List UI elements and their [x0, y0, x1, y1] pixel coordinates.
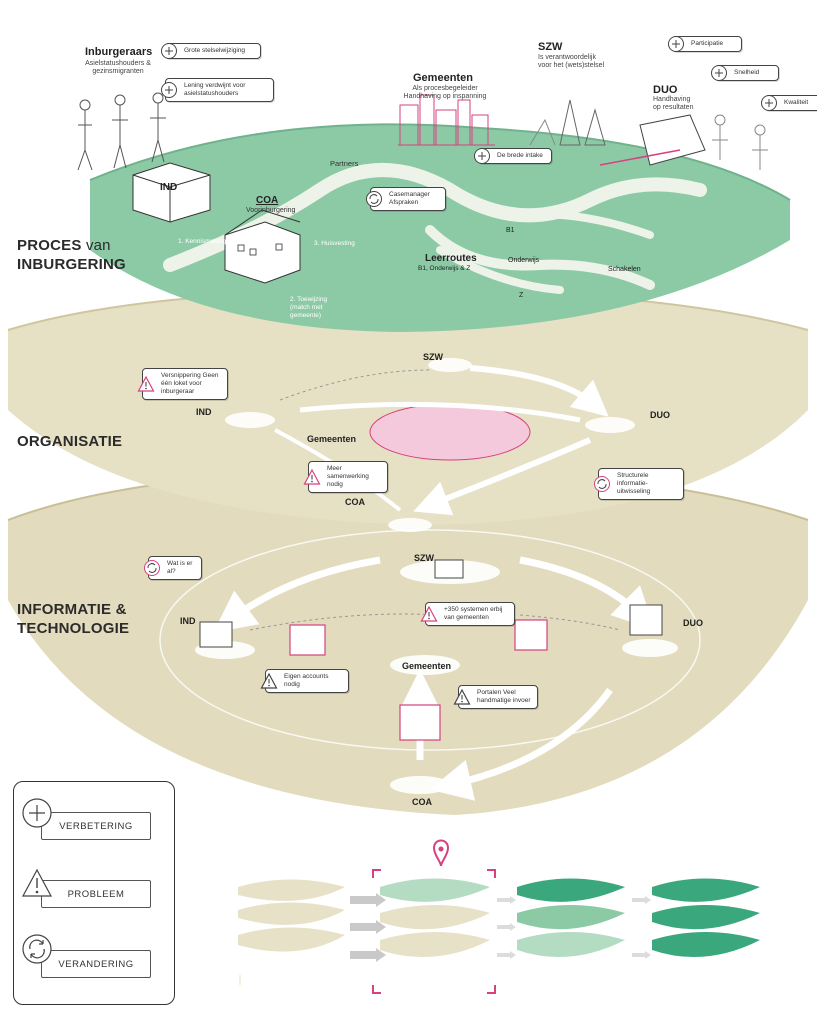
- note-participatie: Participatie: [668, 36, 742, 52]
- info-szw: SZW: [414, 553, 434, 563]
- info-duo: DUO: [683, 618, 703, 628]
- legend-item-probleem: PROBLEEM: [14, 867, 174, 927]
- note-brede-intake: De brede intake: [474, 148, 552, 164]
- proces-partners: Partners: [330, 159, 359, 168]
- note-samenwerking: Meer samenwerking nodig: [303, 461, 388, 493]
- warning-triangle-icon: [260, 672, 278, 689]
- refresh-cycle-icon: [366, 191, 382, 207]
- proces-z: Z: [519, 292, 524, 299]
- people-sketch-right: [712, 114, 768, 170]
- legend-box: VERBETERING PROBLEEM VERANDERING: [13, 781, 175, 1005]
- plus-circle-icon: [161, 43, 177, 59]
- actor-duo-title: DUO: [653, 84, 678, 96]
- stage-diagram: [238, 869, 760, 994]
- org-coa: COA: [345, 497, 365, 507]
- refresh-cycle-icon: [22, 934, 52, 964]
- legend-item-verbetering: VERBETERING: [14, 796, 174, 856]
- note-wat-is-er-al: Wat is er al?: [144, 556, 202, 580]
- proces-coa-sub: Voorinburgering: [246, 207, 296, 214]
- heading-proces-van: van: [85, 237, 111, 254]
- org-ind: IND: [196, 407, 212, 417]
- proces-huisvesting: 3. Huisvesting: [314, 240, 355, 247]
- layer-heading-organisatie: ORGANISATIE: [17, 432, 122, 451]
- proces-schakelen: Schakelen: [608, 266, 641, 273]
- refresh-cycle-icon: [144, 560, 160, 576]
- note-kwaliteit: Kwaliteit: [761, 95, 817, 111]
- actor-szw-title: SZW: [538, 41, 563, 53]
- heading-informatie-line1: INFORMATIE &: [17, 601, 127, 618]
- proces-onderwijs: Onderwijs: [508, 257, 540, 264]
- warning-triangle-icon: [453, 688, 471, 705]
- warning-triangle-icon: [21, 868, 53, 897]
- org-szw: SZW: [423, 352, 443, 362]
- legend-label-verbetering: VERBETERING: [41, 812, 151, 840]
- informatie-network: [195, 556, 678, 801]
- duo-device-sketch: [599, 114, 706, 166]
- proces-toewijzing: 2. Toewijzing (match met gemeente): [290, 296, 328, 319]
- plus-circle-icon: [668, 36, 684, 52]
- plus-circle-icon: [22, 798, 52, 828]
- actor-inburgeraars-title: Inburgeraars: [85, 46, 153, 58]
- legend-item-verandering: VERANDERING: [14, 932, 174, 992]
- plus-circle-icon: [161, 82, 177, 98]
- heading-proces-line2: INBURGERING: [17, 256, 126, 273]
- actor-gemeenten-title: Gemeenten: [413, 72, 473, 84]
- gemeenten-city-sketch: [398, 94, 495, 146]
- proces-leerroutes-sub: B1, Onderwijs & Z: [418, 265, 471, 272]
- plus-circle-icon: [711, 65, 727, 81]
- coa-building: [224, 209, 301, 284]
- legend-label-probleem: PROBLEEM: [41, 880, 151, 908]
- note-snelheid: Snelheid: [711, 65, 779, 81]
- info-coa: COA: [412, 797, 432, 807]
- inburgeraars-people-sketch: [77, 92, 166, 171]
- proces-coa-label: COA: [256, 195, 279, 206]
- info-gemeenten: Gemeenten: [402, 661, 452, 671]
- actor-inburgeraars-sub: Asielstatushouders &gezinsmigranten: [85, 60, 151, 75]
- note-structurele: Structurele informatie-uitwisseling: [594, 468, 684, 500]
- proces-kennismaking: 1. Kennismaking: [178, 238, 227, 245]
- proces-leerroutes: Leerroutes: [425, 253, 477, 264]
- proces-ind-label: IND: [160, 182, 178, 193]
- warning-triangle-icon: [420, 605, 438, 622]
- refresh-cycle-icon: [594, 476, 610, 492]
- org-duo: DUO: [650, 410, 670, 420]
- layer-heading-informatie: INFORMATIE & TECHNOLOGIE: [17, 600, 129, 638]
- note-grote-stelselwijziging: Grote stelselwijziging: [161, 43, 261, 59]
- plus-circle-icon: [761, 95, 777, 111]
- note-portalen: Portalen Veel handmatige invoer: [453, 685, 538, 709]
- map-pin-icon: [432, 839, 450, 867]
- note-versnippering: Versnippering Geen één loket voor inburg…: [137, 368, 228, 400]
- szw-towers-sketch: [529, 99, 606, 146]
- warning-triangle-icon: [137, 375, 155, 392]
- legend-label-verandering: VERANDERING: [41, 950, 151, 978]
- heading-proces-line1: PROCES: [17, 237, 82, 254]
- note-eigen-accounts: Eigen accounts nodig: [260, 669, 349, 693]
- proces-b1: B1: [506, 227, 515, 234]
- warning-triangle-icon: [303, 468, 321, 485]
- note-casemanager: Casemanager Afspraken: [366, 187, 446, 211]
- note-lening: Lening verdwijnt voor asielstatushouders: [161, 78, 274, 102]
- layer-heading-proces: PROCES van INBURGERING: [17, 236, 126, 274]
- organisatie-network: [225, 358, 635, 532]
- heading-informatie-line2: TECHNOLOGIE: [17, 620, 130, 637]
- heading-organisatie: ORGANISATIE: [17, 433, 123, 450]
- info-ind: IND: [180, 616, 196, 626]
- ind-building: [132, 162, 211, 223]
- plus-circle-icon: [474, 148, 490, 164]
- org-gemeenten: Gemeenten: [307, 434, 357, 444]
- note-350-systemen: +350 systemen erbij van gemeenten: [420, 602, 515, 626]
